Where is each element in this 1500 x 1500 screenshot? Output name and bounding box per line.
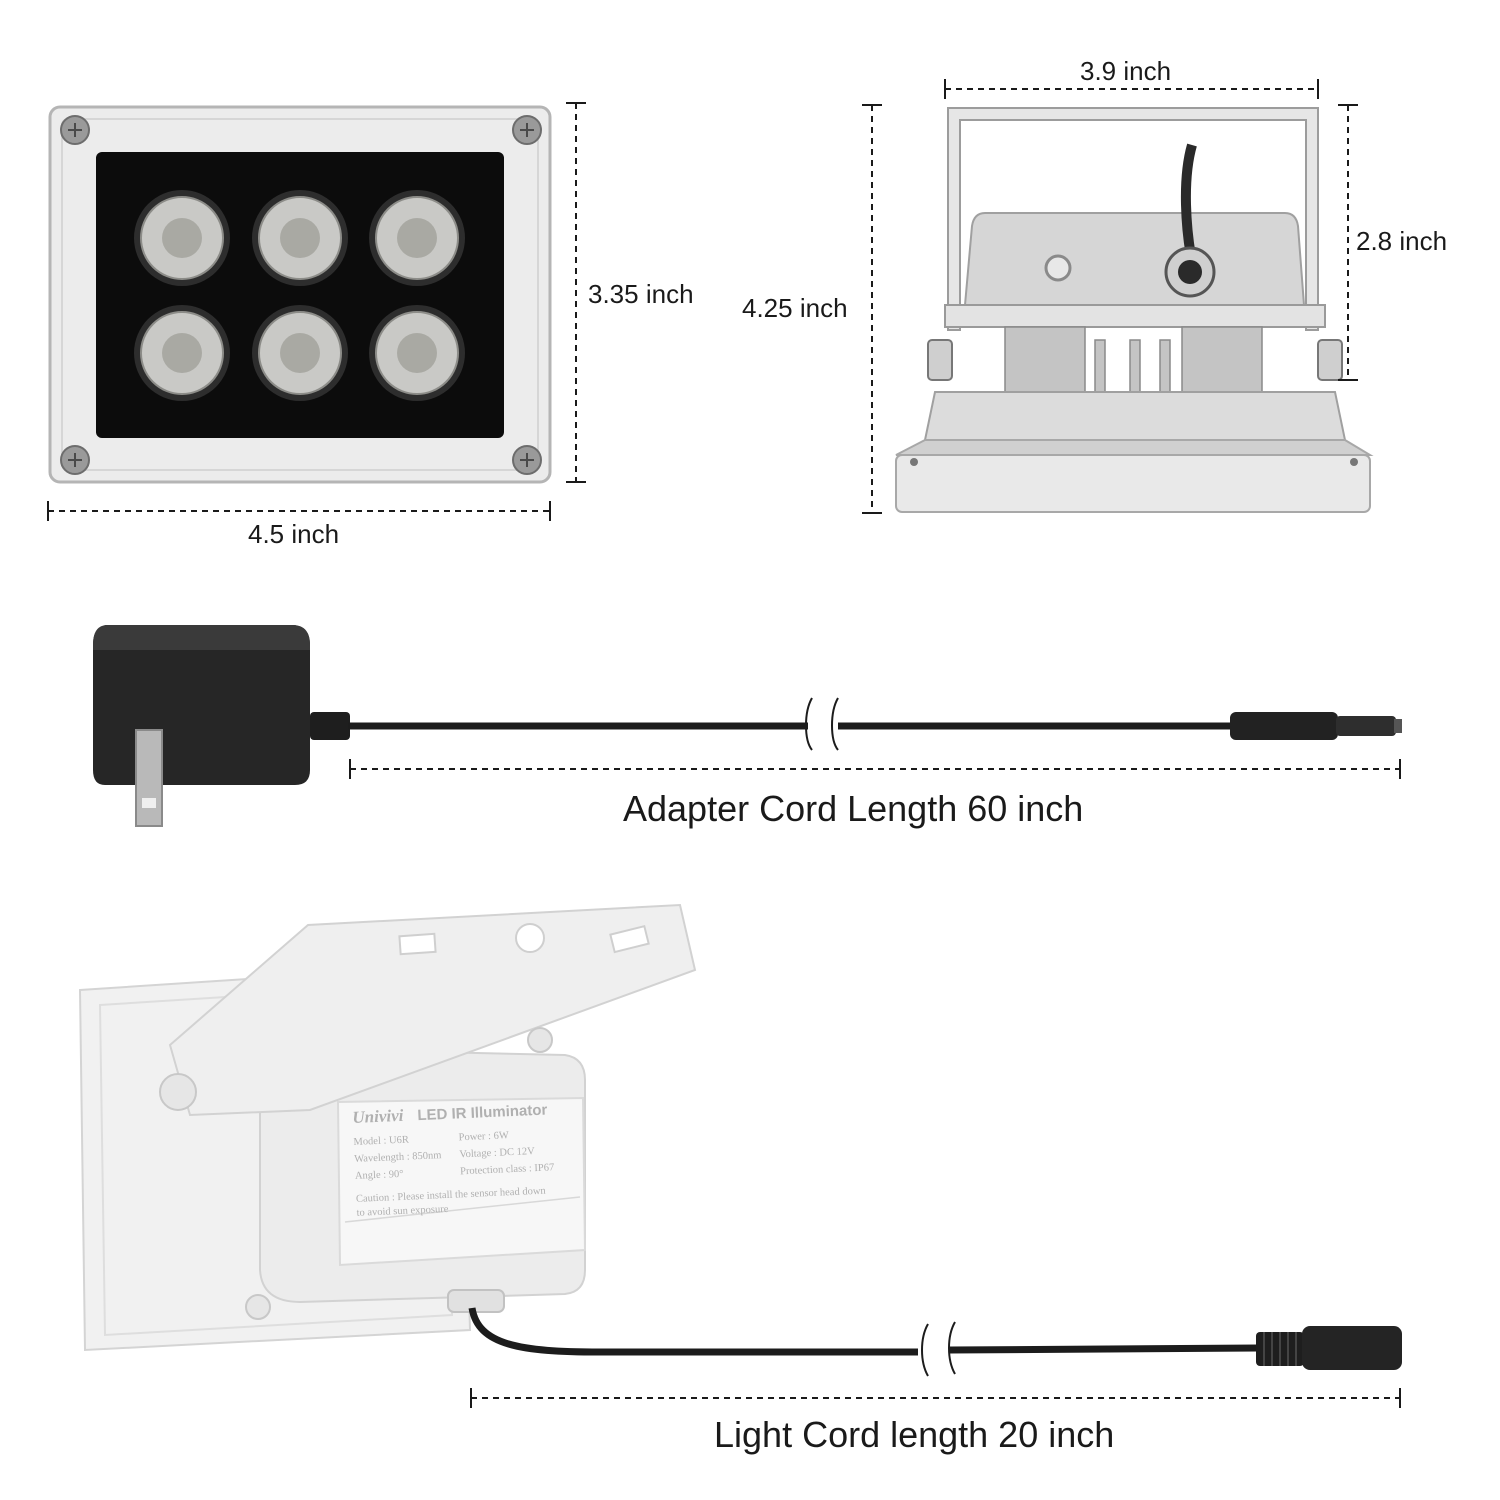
light-cord-length-label: Light Cord length 20 inch [714, 1414, 1115, 1455]
front-height-label: 3.35 inch [588, 279, 694, 309]
side-height-label: 4.25 inch [742, 293, 848, 323]
spec-angle: Angle : 90° [354, 1168, 404, 1182]
side-dimension-lines [862, 79, 1358, 514]
corner-screws [60, 115, 542, 475]
product-name: LED IR Illuminator [417, 1101, 548, 1125]
ir-led-lenses [134, 190, 465, 401]
front-width-label: 4.5 inch [248, 519, 340, 549]
spec-protection: Protection class : IP67 [459, 1162, 555, 1178]
brand-logo: Univivi [352, 1105, 404, 1127]
adapter-cord-length-label: Adapter Cord Length 60 inch [623, 788, 1084, 829]
adapter-dimension-line [349, 759, 1401, 779]
product-spec-label: Univivi LED IR Illuminator Model : U6R W… [352, 1098, 588, 1258]
spec-right-column: Power : 6W Voltage : DC 12V Protection c… [458, 1125, 554, 1180]
front-dimension-lines [47, 102, 586, 521]
side-width-label: 3.9 inch [1080, 56, 1172, 86]
light-cord-dimension-line [470, 1388, 1401, 1408]
spec-left-column: Model : U6R Wavelength : 850nm Angle : 9… [353, 1130, 442, 1185]
bracket-height-label: 2.8 inch [1356, 226, 1448, 256]
